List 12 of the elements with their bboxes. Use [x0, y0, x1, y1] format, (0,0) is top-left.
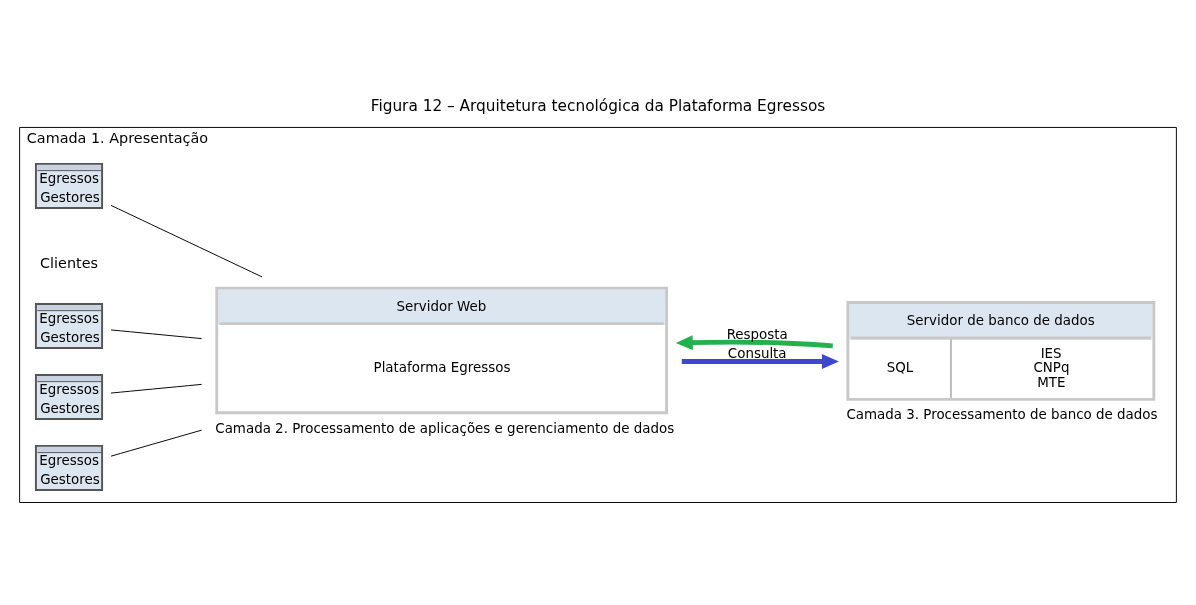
- arrow: [681, 354, 839, 369]
- edge-label: Consulta: [727, 345, 787, 361]
- connector: [110, 383, 203, 394]
- connector: [110, 204, 263, 278]
- connector: [110, 329, 203, 340]
- diagram-title: Figura 12 – Arquitetura tecnológica da Plataforma Egressos: [370, 96, 826, 115]
- label: Clientes: [40, 254, 98, 271]
- edge-label: Resposta: [726, 326, 788, 342]
- node-label: Camada 2. Processamento de aplicações e gerenciamento de dados: [215, 420, 675, 436]
- arrow: [675, 335, 833, 351]
- node-label: Camada 3. Processamento de banco de dados: [846, 407, 1158, 423]
- connector: [110, 429, 203, 457]
